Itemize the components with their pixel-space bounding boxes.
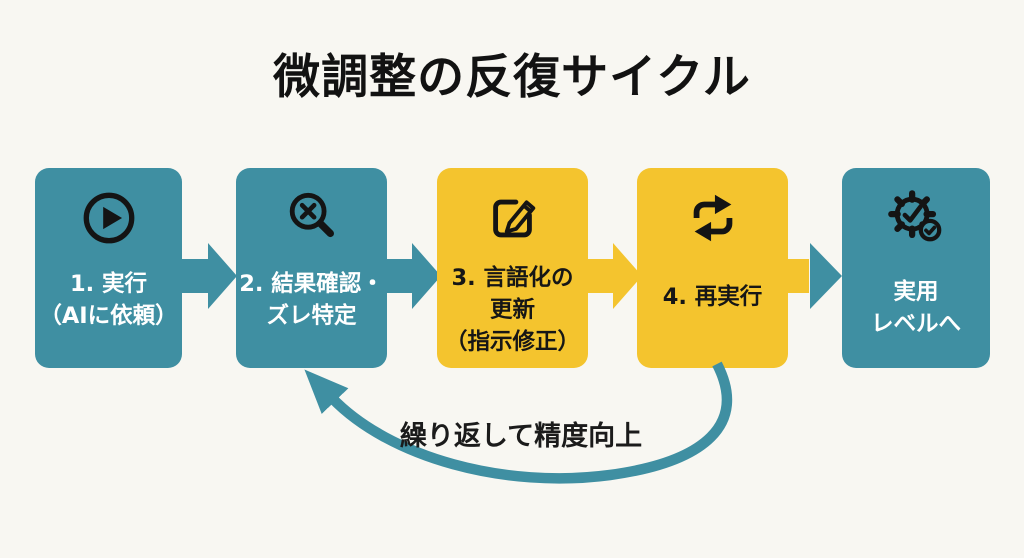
feedback-loop-arrow bbox=[304, 361, 733, 484]
step-5-line-2: レベルへ bbox=[870, 311, 961, 337]
flow-arrow-1 bbox=[180, 243, 237, 309]
step-4-line-1: 4. 再実行 bbox=[662, 284, 763, 310]
flow-arrow-3 bbox=[585, 243, 642, 309]
step-3-label: 3. 言語化の 更新 （指示修正） bbox=[437, 262, 588, 358]
step-3-line-3: （指示修正） bbox=[444, 329, 580, 355]
step-2-check-results: 2. 結果確認・ ズレ特定 bbox=[236, 168, 387, 368]
step-4-rerun: 4. 再実行 bbox=[637, 168, 788, 368]
magnifier-x-icon bbox=[289, 192, 334, 238]
play-icon bbox=[83, 192, 134, 244]
step-2-line-1: 2. 結果確認・ bbox=[239, 271, 384, 297]
step-4-label: 4. 再実行 bbox=[637, 281, 788, 313]
feedback-loop-label: 繰り返して精度向上 bbox=[399, 421, 643, 452]
step-2-line-2: ズレ特定 bbox=[266, 303, 357, 329]
step-1-execute: 1. 実行 （AIに依頼） bbox=[35, 168, 182, 368]
step-5-line-1: 実用 bbox=[893, 279, 939, 305]
step-3-update-wording: 3. 言語化の 更新 （指示修正） bbox=[437, 168, 588, 368]
step-1-line-1: 1. 実行 bbox=[69, 271, 148, 297]
step-3-line-2: 更新 bbox=[489, 297, 535, 323]
step-2-label: 2. 結果確認・ ズレ特定 bbox=[236, 268, 387, 332]
repeat-icon bbox=[693, 194, 732, 242]
flow-arrow-4 bbox=[785, 243, 842, 309]
flow-arrow-2 bbox=[384, 243, 441, 309]
step-1-label: 1. 実行 （AIに依頼） bbox=[35, 268, 182, 332]
edit-pencil-icon bbox=[492, 199, 535, 238]
step-5-practical-level: 実用 レベルへ bbox=[842, 168, 990, 368]
step-5-label: 実用 レベルへ bbox=[842, 276, 990, 340]
diagram-title: 微調整の反復サイクル bbox=[273, 50, 751, 105]
step-1-line-2: （AIに依頼） bbox=[39, 303, 178, 329]
step-3-line-1: 3. 言語化の bbox=[451, 265, 574, 291]
gear-check-icon bbox=[888, 190, 942, 242]
